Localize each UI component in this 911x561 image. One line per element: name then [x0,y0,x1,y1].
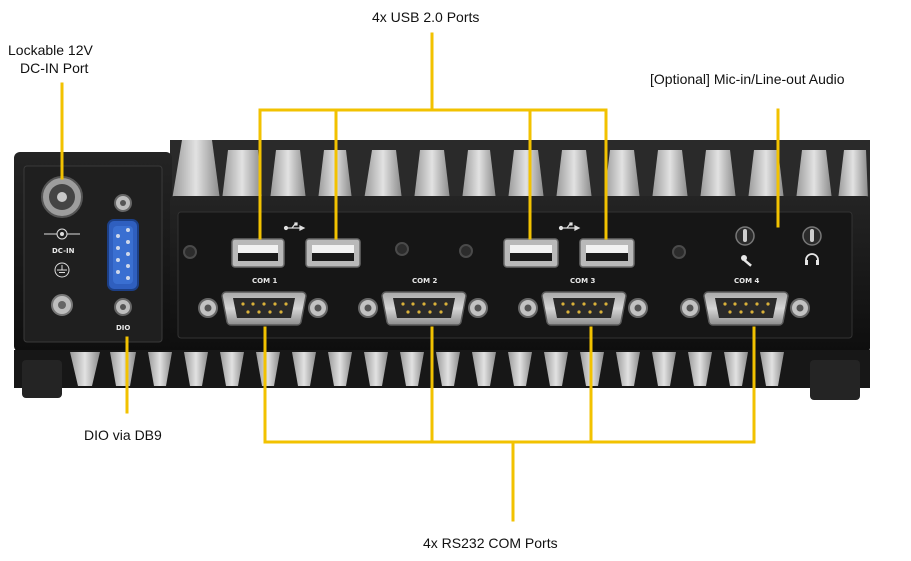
com1-panel-label: COM 1 [252,277,277,285]
usb-ports-callout: 4x USB 2.0 Ports [372,9,480,25]
dc-in-callout-line1: Lockable 12V [8,42,93,58]
top-heatsink [170,140,870,200]
com1-db9-connector [198,291,328,326]
usb-icon [558,222,581,231]
dc-in-jack [41,176,83,218]
dio-callout: DIO via DB9 [84,427,162,443]
usb-icon [283,222,306,231]
dc-polarity-icon [44,228,80,240]
ground-icon [54,262,70,278]
bottom-heatsink [14,350,870,400]
com3-panel-label: COM 3 [570,277,595,285]
dc-in-panel-label: DC-IN [52,247,75,255]
headphone-icon [805,253,819,265]
ground-screw [51,294,73,316]
line-out-jack [802,226,822,246]
com-ports-callout: 4x RS232 COM Ports [423,535,558,551]
usb-port-3 [503,238,559,268]
usb-port-2 [305,238,361,268]
usb-port-4 [579,238,635,268]
com2-panel-label: COM 2 [412,277,437,285]
com2-db9-connector [358,291,488,326]
microphone-icon [741,255,752,267]
dio-panel-label: DIO [116,324,130,332]
com4-panel-label: COM 4 [734,277,759,285]
audio-callout: [Optional] Mic-in/Line-out Audio [650,71,845,87]
usb-callout-line [258,32,608,240]
usb-port-1 [231,238,285,268]
com-callout-line [263,326,756,522]
com4-db9-connector [680,291,810,326]
dc-in-callout-line2: DC-IN Port [20,60,89,76]
dio-db9-connector [107,194,139,316]
mic-in-jack [735,226,755,246]
panel-screws [183,242,686,259]
com3-db9-connector [518,291,648,326]
